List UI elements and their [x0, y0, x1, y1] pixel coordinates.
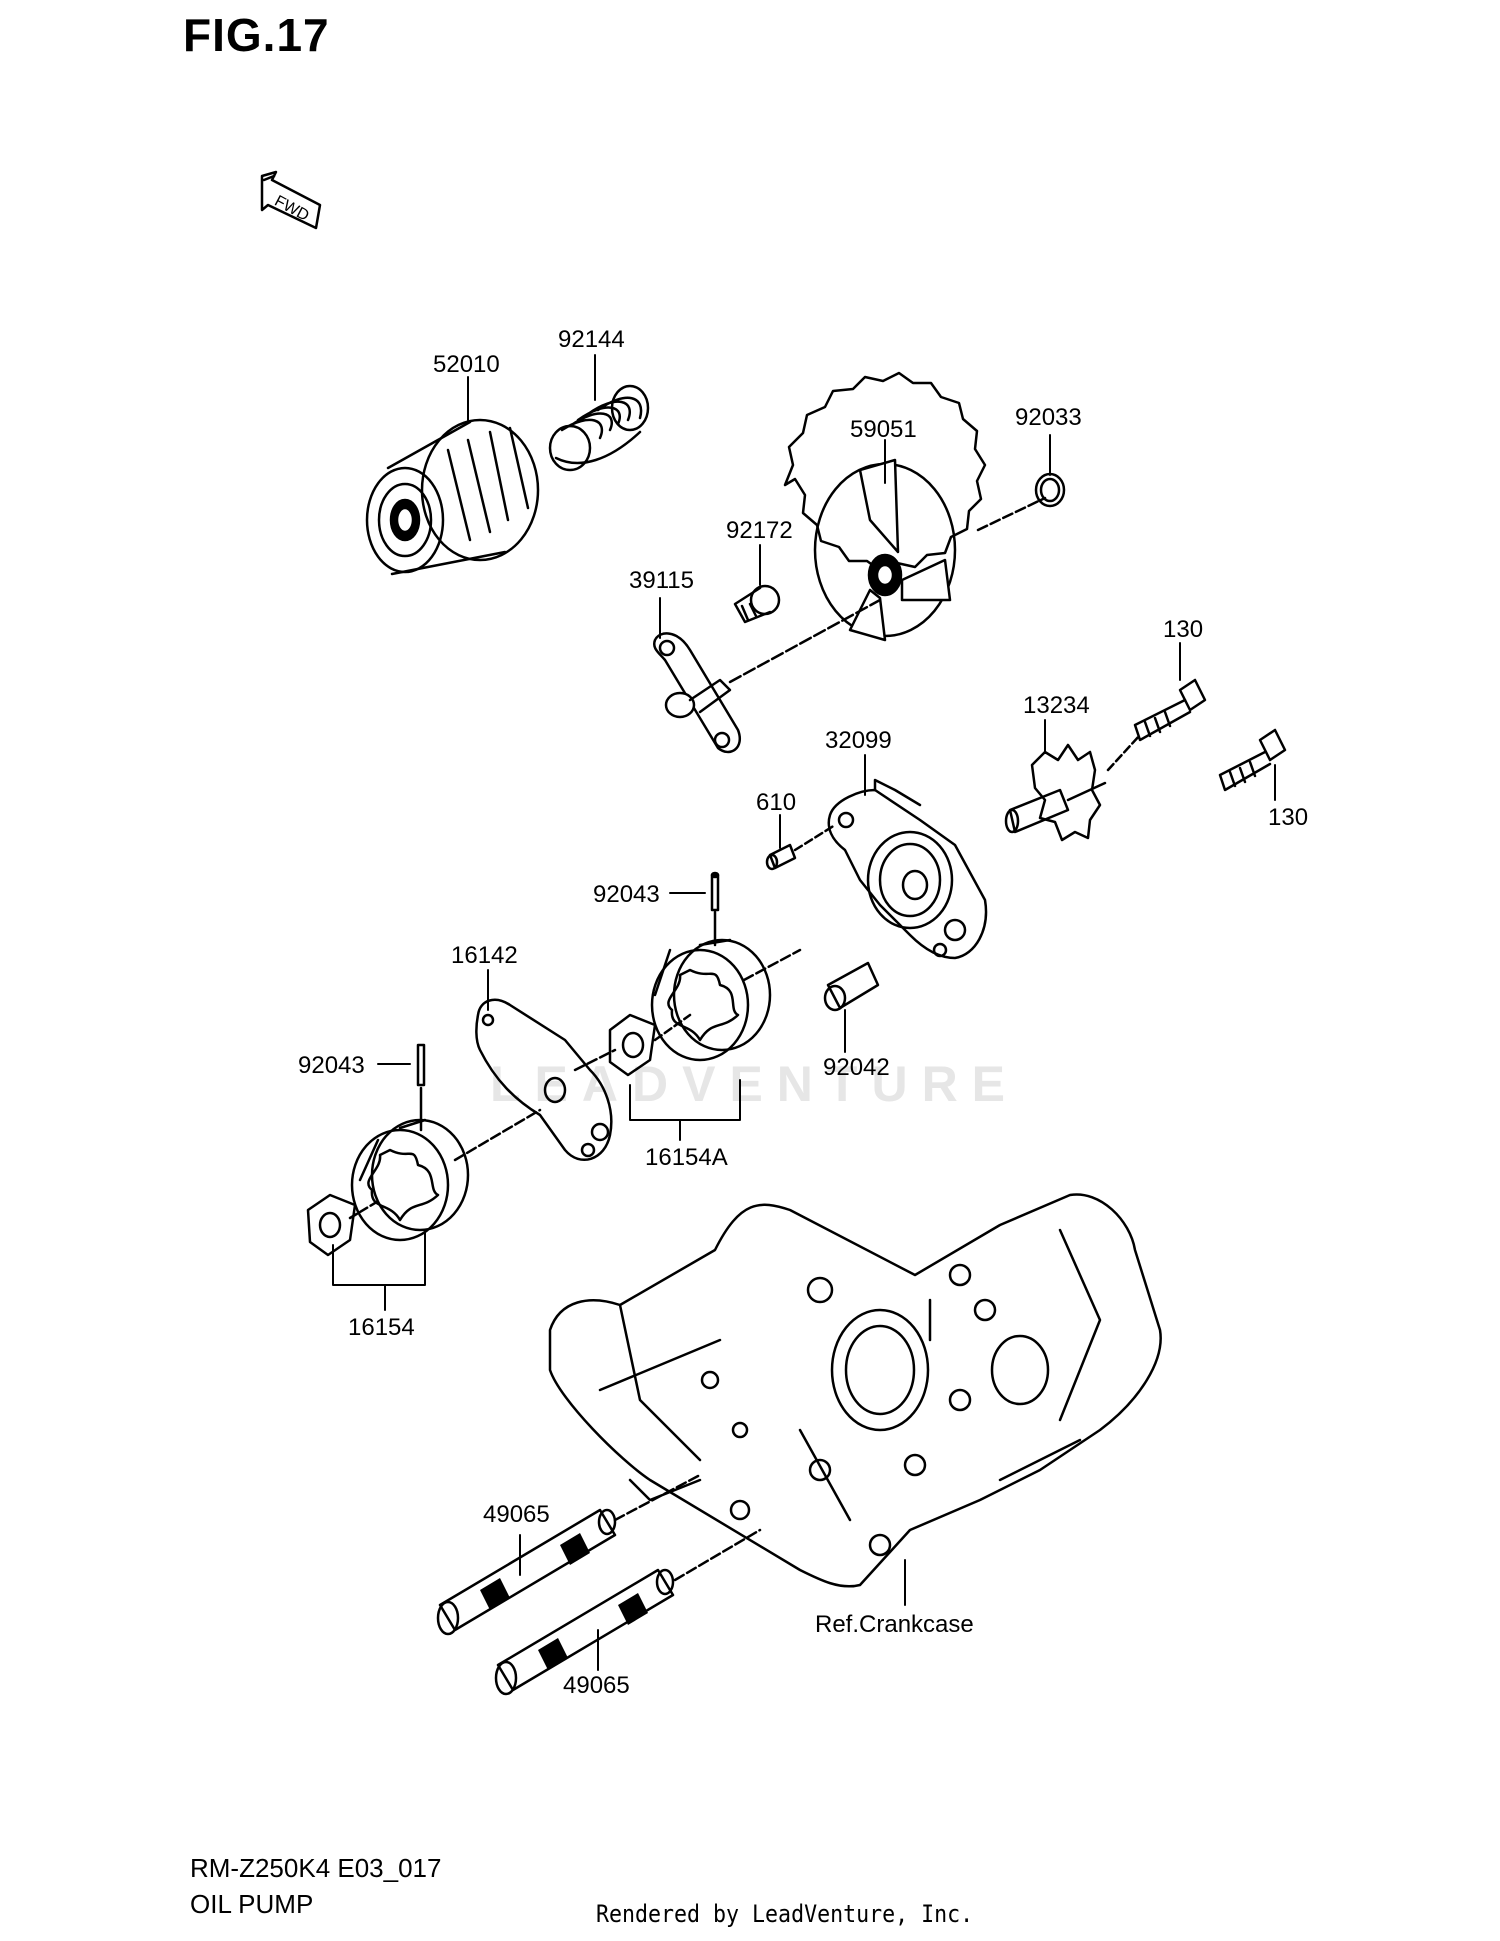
- spring-part: [548, 384, 650, 472]
- part-label-ref-crankcase: Ref.Crankcase: [815, 1611, 974, 1638]
- inner-rotor-part-a: [608, 1013, 657, 1077]
- outer-rotor-part-a: [650, 938, 772, 1062]
- pump-housing-part: [827, 778, 988, 960]
- part-label-16142: 16142: [451, 942, 518, 969]
- pin-part: [765, 843, 797, 871]
- fwd-arrow-icon: FWD: [260, 170, 322, 230]
- part-label-13234: 13234: [1023, 692, 1090, 719]
- dowel-part: [823, 961, 880, 1012]
- part-label-130-upper: 130: [1163, 616, 1203, 643]
- part-label-59051: 59051: [850, 416, 917, 443]
- part-label-92033: 92033: [1015, 404, 1082, 431]
- part-label-92172: 92172: [726, 517, 793, 544]
- part-label-32099: 32099: [825, 727, 892, 754]
- part-label-39115: 39115: [629, 567, 694, 594]
- shaft-plate-part: [653, 598, 882, 754]
- part-label-52010: 52010: [433, 351, 500, 378]
- oil-filter-part: [365, 418, 540, 576]
- crankcase-part: [548, 1193, 1162, 1588]
- pump-plate-part: [475, 998, 613, 1161]
- part-label-130-lower: 130: [1268, 804, 1308, 831]
- gear-shaft-part: [1004, 743, 1107, 842]
- screw-part: [733, 584, 781, 624]
- inner-rotor-part: [306, 1193, 357, 1257]
- dowel-pin-lower: [416, 1043, 426, 1087]
- circlip-part: [1034, 472, 1066, 508]
- bolt-part-lower: [1218, 728, 1287, 792]
- pump-gear-part: [783, 371, 987, 642]
- bolt-part-upper: [1133, 678, 1207, 742]
- rendered-by-text: Rendered by LeadVenture, Inc.: [596, 1900, 974, 1928]
- part-label-92043-lower: 92043: [298, 1052, 365, 1079]
- dowel-pin-upper: [710, 871, 720, 912]
- part-label-92144: 92144: [558, 326, 625, 353]
- part-label-610: 610: [756, 789, 796, 816]
- strainer-part-upper: [436, 1508, 617, 1636]
- figure-title: FIG.17: [183, 9, 330, 61]
- model-code-text: RM-Z250K4 E03_017: [190, 1853, 442, 1883]
- watermark-text: LEADVENTURE: [490, 1056, 1020, 1112]
- part-label-16154: 16154: [348, 1314, 415, 1341]
- section-name-text: OIL PUMP: [190, 1889, 314, 1919]
- outer-rotor-part: [350, 1118, 470, 1242]
- part-label-92042: 92042: [823, 1054, 890, 1081]
- strainer-part-lower: [494, 1568, 675, 1696]
- part-label-16154A: 16154A: [645, 1144, 728, 1171]
- part-label-49065-lower: 49065: [563, 1672, 630, 1699]
- part-label-92043-upper: 92043: [593, 881, 660, 908]
- part-label-49065-upper: 49065: [483, 1501, 550, 1528]
